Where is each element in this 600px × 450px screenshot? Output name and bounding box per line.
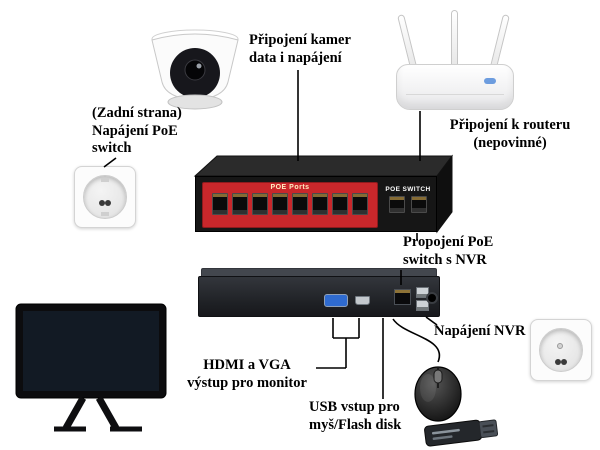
flash-print	[431, 428, 460, 435]
uplink-ports-row	[382, 196, 434, 213]
vga-port-icon	[324, 294, 348, 307]
outlet-hole	[105, 200, 111, 206]
rj45-port-icon	[389, 196, 405, 213]
rj45-port-icon	[292, 193, 308, 215]
poe-switch-illustration	[193, 154, 453, 234]
label-switch-power: (Zadní strana) Napájení PoE switch	[92, 105, 182, 157]
outlet-clip	[101, 212, 109, 216]
label-monitor-output: HDMI a VGA výstup pro monitor	[187, 357, 307, 391]
label-switch-to-nvr: Propojení PoE switch s NVR	[403, 234, 494, 268]
mouse-scroll-wheel-icon	[433, 369, 443, 384]
hdmi-port-icon	[355, 296, 370, 305]
flash-drive-illustration	[424, 419, 499, 447]
flash-connector-icon	[478, 419, 499, 439]
poe-ports-panel: POE Ports	[202, 182, 378, 228]
monitor-screen	[23, 311, 159, 391]
outlet-socket-well	[539, 328, 583, 372]
rj45-port-icon	[252, 193, 268, 215]
camera-lens-glint	[196, 63, 202, 69]
flash-print	[432, 435, 453, 441]
flash-connector-slot	[483, 430, 495, 434]
rj45-port-icon	[352, 193, 368, 215]
switch-side-face	[436, 154, 453, 234]
mouse-highlight	[420, 374, 436, 402]
mouse-illustration	[414, 366, 462, 422]
power-outlet-switch	[74, 166, 136, 228]
outlet-hole	[561, 359, 567, 365]
lan-port-icon	[394, 289, 411, 305]
mouse-body	[414, 366, 462, 422]
label-camera-connection: Připojení kamer data i napájení	[249, 32, 351, 66]
router-groove	[406, 94, 504, 95]
monitor-stand	[54, 396, 142, 432]
power-outlet-nvr	[530, 319, 592, 381]
label-router-connection: Připojení k routeru (nepovinné)	[449, 117, 571, 151]
poe-ports-row	[203, 193, 377, 215]
rj45-port-icon	[312, 193, 328, 215]
rj45-port-icon	[272, 193, 288, 215]
router-led	[484, 78, 496, 84]
poe-switch-front: POE Ports POE SWITCH	[195, 176, 437, 232]
switch-top-face	[193, 155, 453, 177]
monitor-illustration	[15, 303, 167, 432]
rj45-port-icon	[411, 196, 427, 213]
camera-base-ring	[167, 94, 223, 110]
outlet-socket-well	[83, 175, 127, 219]
rj45-port-icon	[332, 193, 348, 215]
rj45-port-icon	[232, 193, 248, 215]
label-usb-input: USB vstup pro myš/Flash disk	[309, 399, 402, 433]
outlet-ground-pin	[557, 343, 563, 349]
router-body	[396, 64, 514, 110]
power-jack-icon	[426, 292, 438, 304]
poe-switch-label: POE SWITCH	[385, 186, 431, 193]
flash-connector-slot	[482, 424, 494, 428]
outlet-hole	[99, 200, 105, 206]
rj45-port-icon	[212, 193, 228, 215]
outlet-clip	[101, 178, 109, 182]
poe-ports-label: POE Ports	[270, 184, 310, 191]
label-nvr-power: Napájení NVR	[434, 323, 526, 339]
router-antenna-icon	[451, 10, 458, 68]
camera-lens-icon	[184, 59, 206, 81]
usb-port-icon	[416, 300, 429, 311]
outlet-hole	[555, 359, 561, 365]
wifi-router-illustration	[396, 8, 514, 112]
nvr-illustration	[198, 268, 440, 318]
dome-camera-illustration	[151, 29, 239, 110]
uplink-panel: POE SWITCH	[382, 182, 434, 228]
